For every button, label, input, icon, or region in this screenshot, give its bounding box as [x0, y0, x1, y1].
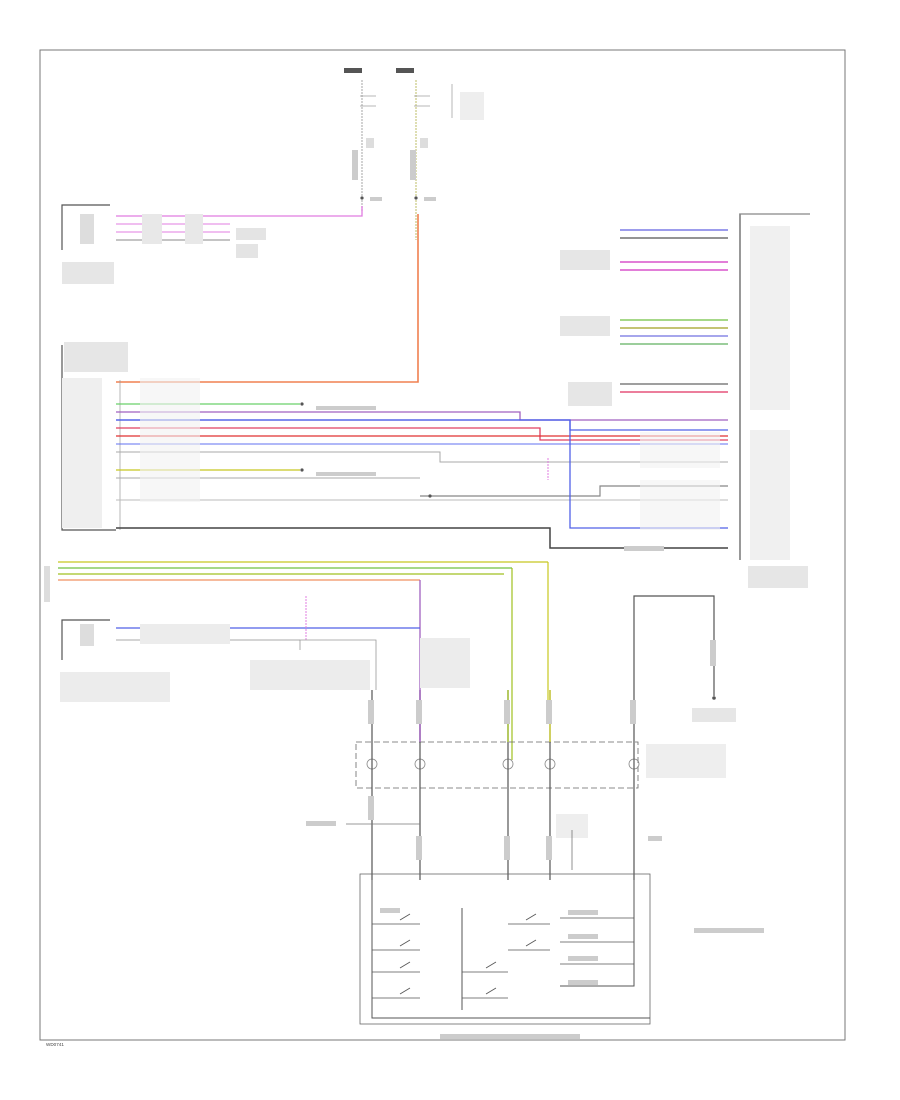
steering-feed-wires	[44, 561, 549, 760]
figure-id: WD0741	[46, 1042, 64, 1047]
clockspring	[306, 690, 726, 880]
steering-wheel-switch-box	[359, 873, 764, 1039]
audio-unit-left	[61, 342, 128, 531]
front-controls-connector	[61, 204, 266, 284]
ground-feed	[633, 595, 736, 722]
diagram-frame	[39, 49, 846, 1041]
top-fuse-feeds	[344, 68, 484, 240]
passenger-controls-module	[60, 596, 470, 702]
front-display-module	[560, 213, 810, 588]
harness-wires	[116, 378, 728, 551]
wire-orange-main	[116, 214, 419, 383]
